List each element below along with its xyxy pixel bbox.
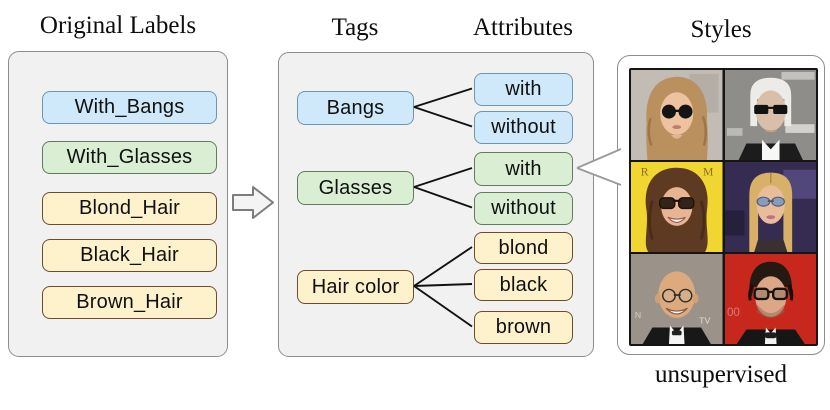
styles-caption: unsupervised [655, 361, 787, 388]
attr-box-hair-brown: brown [474, 311, 573, 344]
face-illustration: 00 [724, 254, 816, 344]
label-box-black-hair: Black_Hair [42, 239, 217, 272]
face-illustration: TV N [631, 254, 723, 344]
style-photo-blond-blue-glasses [724, 162, 816, 252]
attr-box-bangs-without: without [474, 111, 573, 144]
svg-text:N: N [635, 310, 641, 320]
svg-text:R: R [641, 166, 649, 179]
heading-attributes: Attributes [473, 14, 573, 41]
attr-box-bangs-with: with [474, 73, 573, 106]
style-photo-bald-round-glasses: TV N [631, 254, 723, 344]
svg-text:M: M [703, 166, 713, 179]
attr-box-hair-blond: blond [474, 232, 573, 264]
svg-text:TV: TV [699, 316, 710, 326]
face-illustration [724, 70, 816, 160]
style-photo-blond-round-sunglasses [631, 70, 723, 160]
flow-arrow-icon [230, 185, 276, 220]
heading-styles: Styles [690, 16, 752, 43]
svg-text:00: 00 [726, 306, 740, 319]
styles-photo-grid: R M [629, 68, 818, 346]
face-illustration: R M [631, 162, 723, 252]
face-illustration [631, 70, 723, 160]
attr-box-hair-black: black [474, 269, 573, 301]
label-box-blond-hair: Blond_Hair [42, 192, 217, 225]
label-box-brown-hair: Brown_Hair [42, 286, 217, 319]
label-box-with-glasses: With_Glasses [42, 141, 217, 174]
style-photo-dark-hair-thick-glasses: 00 [724, 254, 816, 344]
attr-box-glasses-with: with [474, 152, 573, 186]
heading-tags: Tags [331, 14, 379, 41]
tags-attributes-panel: Bangs Glasses Hair color with without wi… [278, 52, 594, 357]
tag-box-glasses: Glasses [297, 171, 414, 205]
heading-original-labels: Original Labels [39, 12, 197, 39]
face-illustration [724, 162, 816, 252]
style-photo-white-hair-sunglasses [724, 70, 816, 160]
tag-box-bangs: Bangs [297, 91, 414, 125]
original-labels-panel: With_Bangs With_Glasses Blond_Hair Black… [8, 51, 228, 357]
label-box-with-bangs: With_Bangs [42, 91, 217, 124]
styles-panel: R M [617, 55, 825, 355]
tag-box-hair-color: Hair color [297, 270, 414, 304]
style-photo-brown-hair-sunglasses: R M [631, 162, 723, 252]
attr-box-glasses-without: without [474, 192, 573, 225]
